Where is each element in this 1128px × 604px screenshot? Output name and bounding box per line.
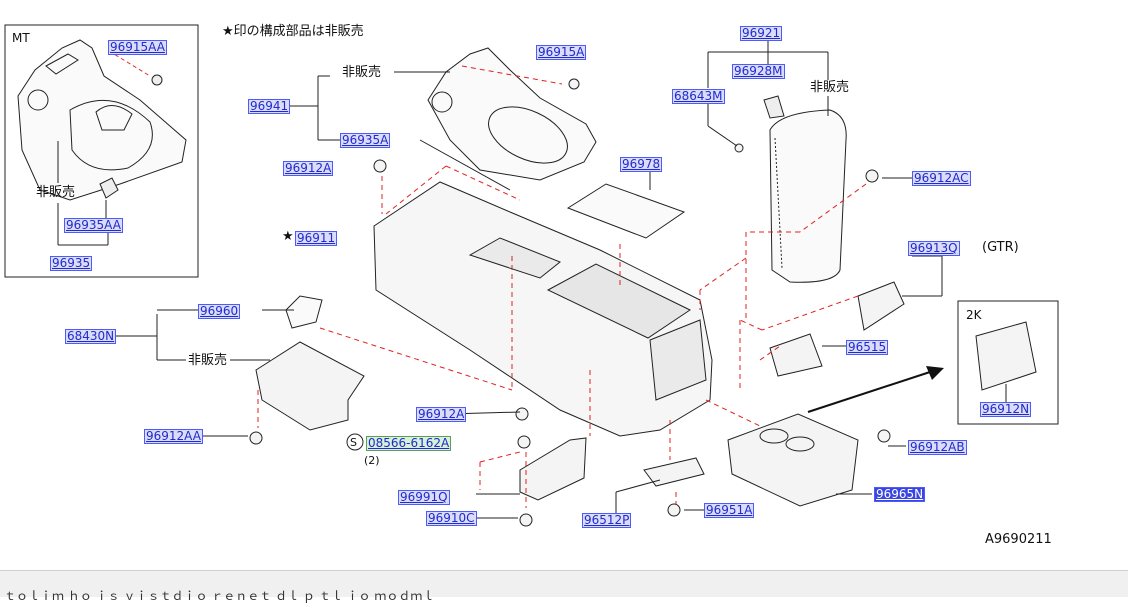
small-covers xyxy=(769,281,1037,391)
assembly-lines xyxy=(257,65,867,508)
console-finisher xyxy=(427,47,597,181)
part-96912AA[interactable]: 96912AA xyxy=(144,429,203,444)
screw-symbol: S xyxy=(350,436,357,449)
part-96915A[interactable]: 96915A xyxy=(536,45,587,60)
part-96911[interactable]: 96911 xyxy=(295,231,338,246)
not-for-sale-upper: 非販売 xyxy=(342,65,382,80)
star-mark: ★ xyxy=(282,229,294,244)
not-for-sale-box: 非販売 xyxy=(188,353,228,368)
part-96912A-top[interactable]: 96912A xyxy=(283,161,334,176)
2k-inset-box xyxy=(957,300,1059,425)
console-body xyxy=(373,181,713,437)
part-96951A[interactable]: 96951A xyxy=(704,503,755,518)
part-96515[interactable]: 96515 xyxy=(846,340,889,355)
part-96512P[interactable]: 96512P xyxy=(582,513,632,528)
storage-box xyxy=(255,295,365,431)
part-68643M[interactable]: 68643M xyxy=(672,89,725,104)
part-96965N[interactable]: 96965N xyxy=(874,487,926,502)
part-96935AA[interactable]: 96935AA xyxy=(64,218,123,233)
gtr-label: (GTR) xyxy=(982,240,1019,255)
status-bar: ｔｏｌｉｍ ｈｏ ｉｓ ｖｉｓｔｄｉｏ ｒｅｎｅｔ ｄｌ ｐ ｔｌ ｉｏ ｍｏｄ… xyxy=(0,570,1128,603)
tray-lid xyxy=(566,183,686,239)
mt-leaders xyxy=(57,50,151,246)
mt-inset-box xyxy=(4,24,199,278)
not-for-sale-armrest: 非販売 xyxy=(810,80,850,95)
part-96941[interactable]: 96941 xyxy=(248,99,291,114)
part-96921[interactable]: 96921 xyxy=(740,26,783,41)
part-96991Q[interactable]: 96991Q xyxy=(398,490,450,505)
screw-symbol-circle xyxy=(346,433,364,451)
part-96960[interactable]: 96960 xyxy=(198,304,241,319)
screw-quantity: (2) xyxy=(364,454,380,467)
brackets xyxy=(249,78,891,527)
arrow-to-2k xyxy=(807,366,944,413)
non-sale-note: ★印の構成部品は非販売 xyxy=(222,24,364,39)
part-96935[interactable]: 96935 xyxy=(50,256,93,271)
2k-title: 2K xyxy=(966,308,982,322)
part-96928M[interactable]: 96928M xyxy=(732,64,785,79)
part-68430N[interactable]: 68430N xyxy=(65,329,117,344)
mt-clip xyxy=(99,74,163,199)
part-96912A-mid[interactable]: 96912A xyxy=(416,407,467,422)
mt-title: MT xyxy=(12,31,30,45)
cup-holder-unit xyxy=(727,413,859,507)
part-96915AA[interactable]: 96915AA xyxy=(108,40,167,55)
drawing-code: A9690211 xyxy=(985,532,1052,547)
part-96978[interactable]: 96978 xyxy=(620,157,663,172)
part-96912AC[interactable]: 96912AC xyxy=(912,171,971,186)
part-96912AB[interactable]: 96912AB xyxy=(908,440,967,455)
part-96935A[interactable]: 96935A xyxy=(340,133,391,148)
part-96913Q[interactable]: 96913Q xyxy=(908,241,960,256)
parts-diagram xyxy=(4,24,1059,527)
part-96912N[interactable]: 96912N xyxy=(980,402,1032,417)
part-08566-6162A[interactable]: 08566-6162A xyxy=(366,436,452,451)
mt-not-for-sale: 非販売 xyxy=(36,185,76,200)
part-96910C[interactable]: 96910C xyxy=(426,511,477,526)
leader-lines xyxy=(116,36,1007,519)
mt-console-panel xyxy=(17,39,187,201)
armrest-lid xyxy=(763,95,847,283)
